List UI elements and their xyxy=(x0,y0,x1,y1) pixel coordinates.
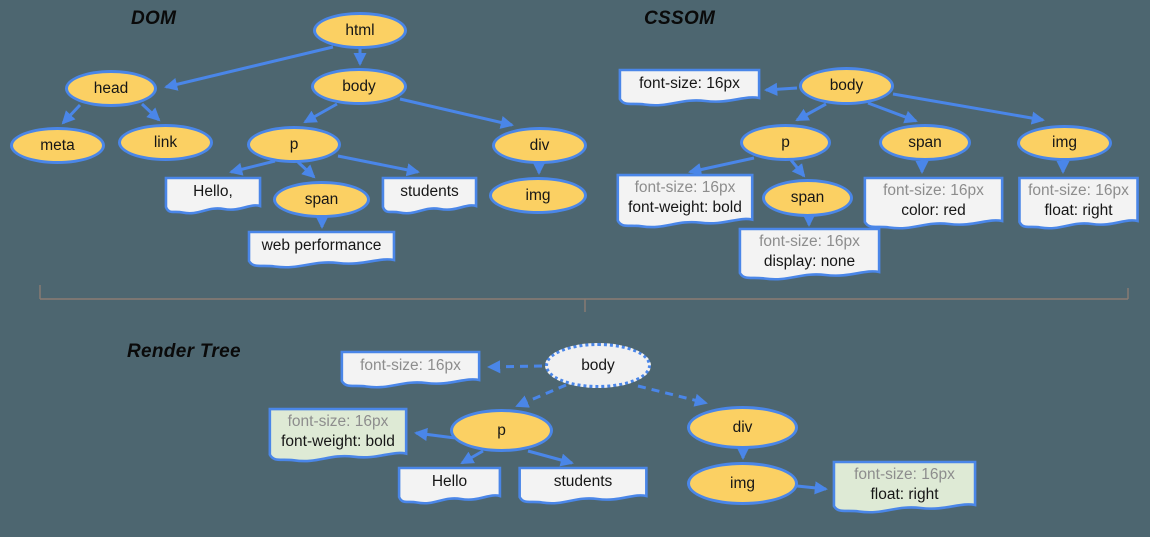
note-shape xyxy=(617,68,762,108)
arrow-dom-p-students xyxy=(337,154,420,177)
css-rule: font-weight: bold xyxy=(281,433,395,450)
arrow-render-p-hello xyxy=(460,449,484,465)
cssom-note-span: font-size: 16px color: red xyxy=(862,176,1005,232)
dom-node-img: img xyxy=(489,177,587,214)
textnode-label: students xyxy=(553,473,613,490)
arrow-render-img-note xyxy=(796,481,828,495)
cssom-node-img: img xyxy=(1017,125,1112,161)
dom-node-span: span xyxy=(273,181,370,218)
dom-node-p: p xyxy=(247,126,341,163)
cssom-note-img: font-size: 16px float: right xyxy=(1017,176,1140,232)
css-rule: float: right xyxy=(870,486,939,503)
render-tree-section-title: Render Tree xyxy=(127,341,241,362)
arrow-render-body-p xyxy=(515,383,567,408)
css-rule-inherited: font-size: 16px xyxy=(360,357,461,374)
arrow-dom-p-span xyxy=(296,160,316,179)
render-node-body: body xyxy=(545,343,651,388)
render-note-body: font-size: 16px xyxy=(339,350,482,390)
render-node-div: div xyxy=(687,406,798,449)
arrow-cssom-body-img xyxy=(892,92,1045,125)
note-shape xyxy=(831,460,978,516)
css-rule: display: none xyxy=(763,253,856,270)
note-shape xyxy=(737,227,882,283)
section-divider xyxy=(39,285,1129,312)
arrow-cssom-p-note xyxy=(688,156,755,177)
css-rule: font-size: 16px xyxy=(639,75,740,92)
arrow-dom-head-meta xyxy=(61,103,82,125)
dom-node-body: body xyxy=(311,68,407,105)
css-rule-inherited: font-size: 16px xyxy=(634,179,736,196)
note-shape xyxy=(615,173,755,231)
arrow-dom-head-link xyxy=(140,102,161,122)
dom-textnode-hello: Hello, xyxy=(164,176,262,216)
cssom-note-p: font-size: 16px font-weight: bold xyxy=(615,173,755,231)
arrow-render-p-students xyxy=(527,449,574,467)
note-shape xyxy=(862,176,1005,232)
css-rule: color: red xyxy=(901,202,966,219)
note-shape xyxy=(381,176,478,216)
render-node-img: img xyxy=(687,462,798,505)
note-shape xyxy=(164,176,262,216)
note-shape xyxy=(1017,176,1140,232)
cssom-node-span: span xyxy=(879,124,971,161)
render-textnode-students: students xyxy=(517,466,649,506)
dom-node-link: link xyxy=(118,124,213,161)
note-shape xyxy=(517,466,649,506)
textnode-label: Hello xyxy=(431,473,468,490)
arrow-render-body-note xyxy=(487,360,543,374)
render-note-p: font-size: 16px font-weight: bold xyxy=(267,407,409,465)
arrow-dom-p-hello xyxy=(229,159,276,176)
note-shape xyxy=(339,350,482,390)
dom-textnode-web-performance: web performance xyxy=(246,230,397,270)
cssom-node-p: p xyxy=(740,124,831,161)
arrow-render-p-note xyxy=(414,427,456,441)
css-rule-inherited: font-size: 16px xyxy=(854,466,955,483)
textnode-label: students xyxy=(400,183,459,200)
arrow-cssom-body-span xyxy=(867,101,918,124)
cssom-node-span-in-p: span xyxy=(762,179,853,217)
css-rule: font-weight: bold xyxy=(628,199,742,216)
arrow-dom-html-head xyxy=(164,45,334,91)
note-shape xyxy=(246,230,397,270)
render-note-img: font-size: 16px float: right xyxy=(831,460,978,516)
cssom-note-span-in-p: font-size: 16px display: none xyxy=(737,227,882,283)
dom-textnode-students: students xyxy=(381,176,478,216)
cssom-node-body: body xyxy=(799,67,894,105)
arrow-cssom-body-p xyxy=(795,102,827,122)
cssom-note-body: font-size: 16px xyxy=(617,68,762,108)
render-node-p: p xyxy=(450,409,553,452)
arrow-render-body-div xyxy=(637,384,708,407)
arrow-dom-body-div xyxy=(399,97,514,129)
css-rule-inherited: font-size: 16px xyxy=(883,182,984,199)
css-rule: float: right xyxy=(1044,202,1113,219)
dom-node-meta: meta xyxy=(10,127,105,164)
dom-node-head: head xyxy=(65,70,157,107)
css-rule-inherited: font-size: 16px xyxy=(759,233,860,250)
css-rule-inherited: font-size: 16px xyxy=(1028,182,1129,199)
textnode-label: Hello, xyxy=(193,183,233,200)
render-textnode-hello: Hello xyxy=(397,466,502,506)
arrow-dom-body-p xyxy=(303,102,338,124)
note-shape xyxy=(267,407,409,465)
arrow-cssom-body-note xyxy=(764,82,798,96)
dom-node-html: html xyxy=(313,12,407,49)
cssom-section-title: CSSOM xyxy=(644,8,716,29)
dom-section-title: DOM xyxy=(131,8,177,29)
note-shape xyxy=(397,466,502,506)
textnode-label: web performance xyxy=(261,237,382,254)
dom-node-div: div xyxy=(492,127,587,164)
css-rule-inherited: font-size: 16px xyxy=(287,413,389,430)
arrow-cssom-p-span xyxy=(789,159,806,178)
